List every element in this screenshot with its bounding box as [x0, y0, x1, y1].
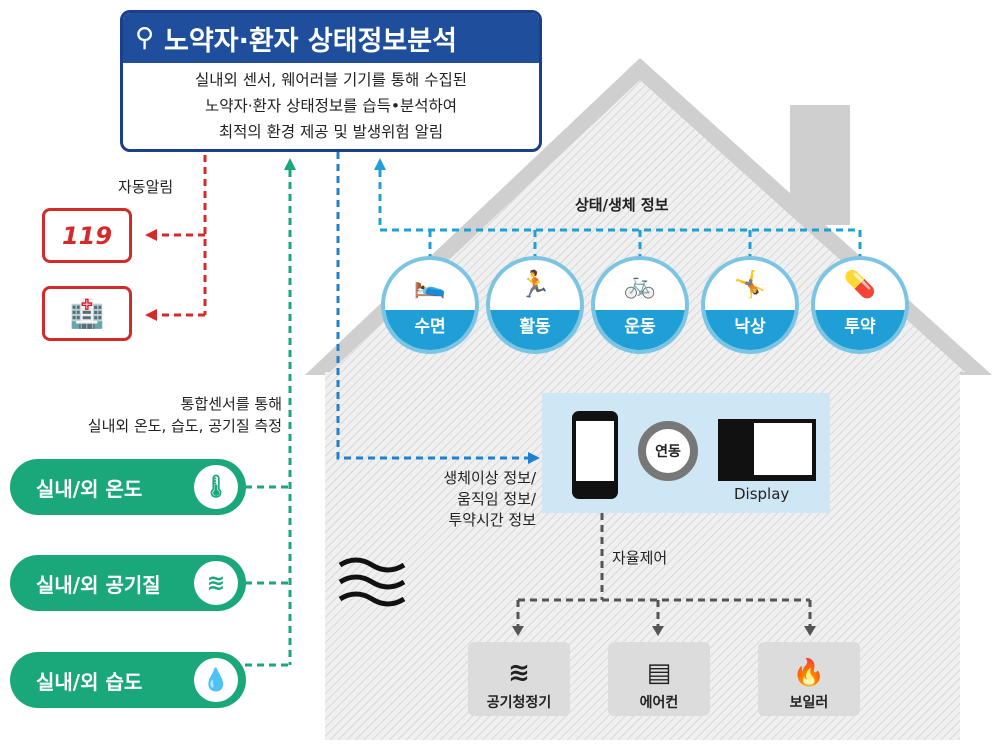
appliance-boiler: 🔥 보일러	[758, 642, 860, 716]
sensor-label: 실내/외 온도	[36, 476, 143, 501]
smartphone-icon	[572, 411, 618, 499]
device-panel: 연동 Display	[542, 393, 830, 513]
wind-icon: ≋	[194, 561, 238, 605]
sensor-caption: 통합센서를 통해 실내외 온도, 습도, 공기질 측정	[30, 393, 282, 437]
wave-icon	[338, 557, 406, 607]
running-icon: 🏃	[518, 270, 552, 300]
autonomous-control-label: 자율제어	[612, 549, 668, 567]
appliance-label: 공기청정기	[486, 695, 552, 711]
title-line: 실내외 센서, 웨어러블 기기를 통해 수집된	[195, 71, 467, 89]
title-heading: 노약자·환자 상태정보분석	[164, 25, 457, 57]
sync-icon: 연동	[638, 421, 698, 481]
sensor-air-quality: 실내/외 공기질 ≋	[10, 555, 246, 611]
auto-alert-label: 자동알림	[118, 178, 174, 196]
biometric-label: 상태/생체 정보	[575, 196, 669, 214]
info-line: 움직임 정보/	[457, 490, 536, 508]
sleep-icon: 🛌	[413, 270, 447, 300]
info-line: 생체이상 정보/	[443, 469, 536, 487]
status-fall: 🤸낙상	[701, 256, 799, 354]
thermometer-icon: 🌡	[194, 465, 238, 509]
sensor-label: 실내/외 공기질	[36, 572, 161, 597]
appliance-air-purifier: ≋ 공기청정기	[468, 642, 570, 716]
bicycle-icon: 🚲	[623, 270, 657, 300]
status-medicine: 💊투약	[811, 256, 909, 354]
hospital-icon: 🏥	[42, 286, 132, 341]
title-line: 노약자·환자 상태정보를 습득•분석하여	[204, 97, 458, 115]
sync-label: 연동	[655, 444, 681, 460]
status-activity: 🏃활동	[486, 256, 584, 354]
status-sleep: 🛌수면	[381, 256, 479, 354]
appliance-label: 에어컨	[639, 695, 679, 711]
sensor-humidity: 실내/외 습도 💧	[10, 652, 246, 708]
emergency-119-box: 119	[42, 208, 132, 263]
search-icon: ⚲	[135, 23, 155, 53]
sensor-label: 실내/외 습도	[36, 669, 143, 694]
caption-line: 실내외 온도, 습도, 공기질 측정	[87, 417, 282, 435]
sensor-temperature: 실내/외 온도 🌡	[10, 459, 246, 515]
air-purifier-icon: ≋	[508, 658, 530, 688]
water-drop-icon: 💧	[194, 658, 238, 702]
display-label: Display	[734, 485, 790, 503]
air-conditioner-icon: ▤	[646, 658, 672, 688]
medicine-icon: 💊	[843, 270, 877, 300]
boiler-icon: 🔥	[792, 658, 826, 688]
fall-icon: 🤸	[733, 270, 767, 300]
info-lines: 생체이상 정보/ 움직임 정보/ 투약시간 정보	[380, 468, 536, 531]
caption-line: 통합센서를 통해	[180, 395, 282, 413]
appliance-air-conditioner: ▤ 에어컨	[608, 642, 710, 716]
display-screen-icon	[718, 419, 816, 481]
info-line: 투약시간 정보	[448, 511, 536, 529]
status-exercise: 🚲운동	[591, 256, 689, 354]
analysis-title-box: ⚲ 노약자·환자 상태정보분석 실내외 센서, 웨어러블 기기를 통해 수집된 노…	[120, 10, 542, 152]
appliance-label: 보일러	[789, 695, 829, 711]
title-line: 최적의 환경 제공 및 발생위험 알림	[218, 123, 444, 141]
